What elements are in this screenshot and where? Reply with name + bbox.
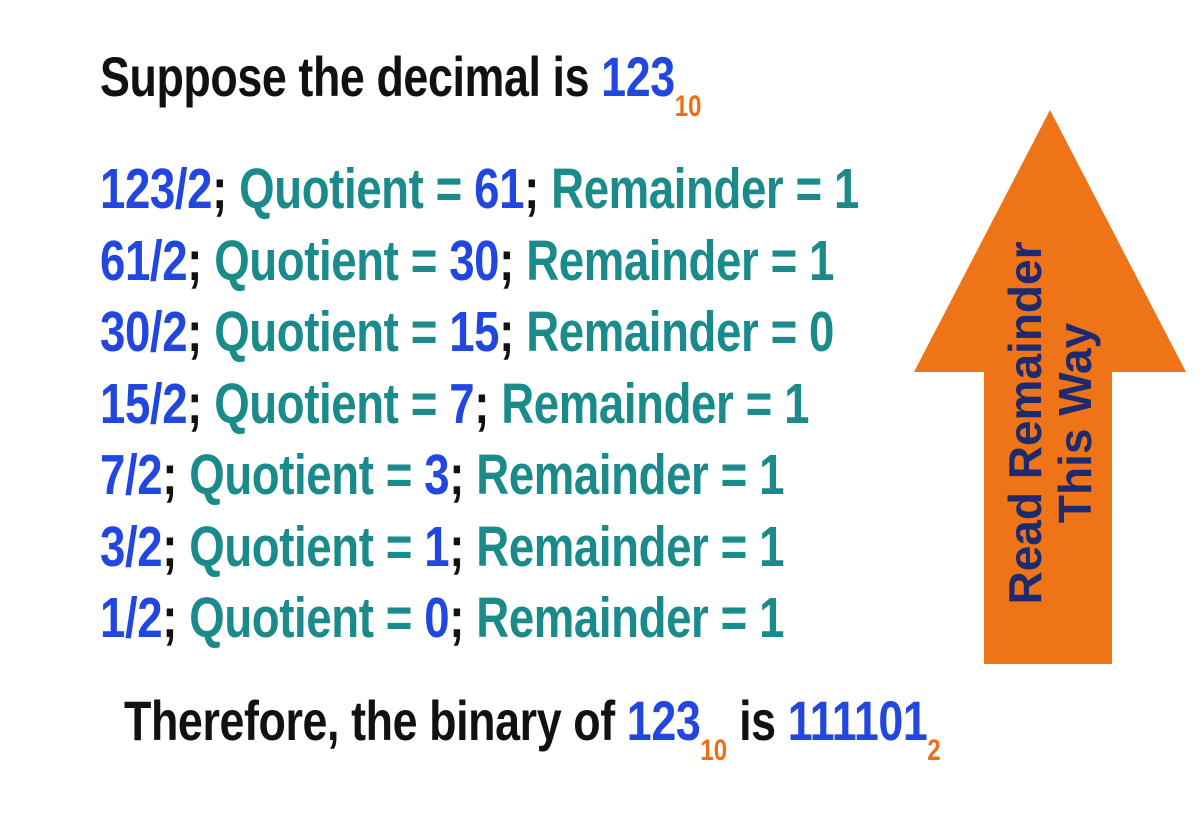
step-separator: ; — [449, 514, 477, 579]
step-quotient-label: Quotient = — [189, 514, 425, 579]
division-step: 30/2; Quotient = 15; Remainder = 0 — [100, 301, 834, 363]
step-separator: ; — [187, 228, 215, 293]
division-step: 3/2; Quotient = 1; Remainder = 1 — [100, 516, 784, 578]
step-remainder: Remainder = 1 — [501, 371, 810, 436]
conclusion: Therefore, the binary of 12310 is 111101… — [124, 689, 941, 768]
step-division: 123/2 — [100, 157, 213, 221]
step-remainder: Remainder = 1 — [526, 228, 835, 293]
step-quotient-label: Quotient = — [239, 157, 475, 221]
step-quotient-label: Quotient = — [214, 371, 450, 436]
up-arrow-icon — [914, 110, 1186, 664]
step-quotient-value: 3 — [424, 443, 450, 507]
conclusion-decimal-base: 10 — [700, 734, 728, 767]
step-quotient-label: Quotient = — [214, 228, 450, 293]
step-remainder: Remainder = 0 — [526, 300, 835, 364]
conclusion-binary-base: 2 — [927, 734, 941, 767]
heading: Suppose the decimal is 12310 — [100, 45, 701, 124]
step-quotient-label: Quotient = — [214, 300, 450, 364]
step-quotient-value: 61 — [474, 157, 525, 221]
heading-base-subscript: 10 — [674, 90, 702, 123]
arrow-shape — [914, 110, 1186, 664]
heading-text: Suppose the decimal is — [100, 45, 602, 108]
division-step: 123/2; Quotient = 61; Remainder = 1 — [100, 158, 859, 220]
step-division: 15/2 — [100, 371, 188, 436]
step-remainder: Remainder = 1 — [476, 586, 785, 650]
step-remainder: Remainder = 1 — [551, 157, 859, 221]
conclusion-prefix: Therefore, the binary of — [124, 689, 627, 752]
step-separator: ; — [499, 228, 527, 293]
step-division: 1/2 — [100, 586, 163, 650]
step-separator: ; — [187, 371, 215, 436]
conclusion-middle: is — [727, 689, 788, 752]
step-remainder: Remainder = 1 — [476, 514, 785, 579]
arrow-label-line1: Read Remainder — [999, 241, 1051, 605]
step-division: 30/2 — [100, 300, 188, 364]
step-division: 7/2 — [100, 443, 163, 507]
conclusion-binary-number: 111101 — [787, 689, 928, 752]
step-remainder: Remainder = 1 — [476, 443, 785, 507]
step-separator: ; — [162, 514, 190, 579]
step-quotient-value: 7 — [449, 371, 475, 436]
step-separator: ; — [187, 300, 215, 364]
step-quotient-label: Quotient = — [189, 443, 425, 507]
arrow-label-line2: This Way — [1049, 322, 1101, 524]
step-quotient-value: 1 — [424, 514, 450, 579]
conclusion-decimal-number: 123 — [626, 689, 701, 752]
step-division: 3/2 — [100, 514, 163, 579]
division-step: 15/2; Quotient = 7; Remainder = 1 — [100, 373, 809, 435]
division-step: 7/2; Quotient = 3; Remainder = 1 — [100, 444, 784, 506]
step-separator: ; — [162, 586, 190, 650]
arrow-label: Read Remainder This Way — [999, 213, 1101, 633]
step-separator: ; — [474, 371, 502, 436]
heading-decimal-number: 123 — [601, 45, 675, 108]
step-quotient-value: 0 — [424, 586, 450, 650]
step-separator: ; — [212, 157, 240, 221]
division-step: 1/2; Quotient = 0; Remainder = 1 — [100, 587, 784, 649]
step-quotient-value: 15 — [449, 300, 500, 364]
step-quotient-value: 30 — [449, 228, 500, 293]
step-separator: ; — [524, 157, 552, 221]
step-quotient-label: Quotient = — [189, 586, 425, 650]
step-separator: ; — [499, 300, 527, 364]
step-division: 61/2 — [100, 228, 188, 293]
division-step: 61/2; Quotient = 30; Remainder = 1 — [100, 230, 834, 292]
step-separator: ; — [449, 443, 477, 507]
step-separator: ; — [449, 586, 477, 650]
step-separator: ; — [162, 443, 190, 507]
